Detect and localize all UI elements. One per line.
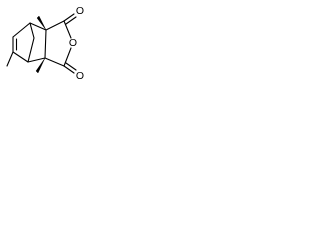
- bond-vinyl-bottom-to-bridgehead-bottom: [12, 51, 29, 63]
- bond-bridge-right: [27, 37, 35, 63]
- atom-label-oxygen-carbonyl-top: O: [76, 5, 84, 17]
- stereo-wedge-fusion-top: [36, 15, 47, 31]
- bond-bridgehead-top-to-vinyl-top: [12, 22, 31, 38]
- stereo-wedge-fusion-bottom: [35, 57, 46, 74]
- atom-label-oxygen-carbonyl-bottom: O: [76, 70, 84, 82]
- bond-carbonyl-top-double-b: [65, 16, 77, 25]
- bond-carbonyl-top-double-a: [63, 13, 75, 22]
- bond-methyl: [6, 51, 14, 67]
- bond-carbonyl-top-to-ring-oxygen: [63, 20, 72, 39]
- atom-label-oxygen-ring: O: [69, 37, 77, 49]
- bond-bridgehead-bottom-to-fusion-bottom: [27, 57, 46, 63]
- bond-ring-oxygen-to-carbonyl-bottom: [63, 47, 72, 67]
- molecule-structure-diagram: O O O: [6, 5, 84, 82]
- bond-bridge-left: [29, 22, 35, 39]
- bond-fusion-top-to-carbonyl-top: [45, 20, 65, 31]
- bond-carbonyl-bottom-double-a: [63, 65, 75, 74]
- bond-carbonyl-bottom-to-fusion-bottom: [44, 57, 65, 67]
- bond-carbonyl-bottom-double-b: [65, 62, 77, 71]
- bond-bridgehead-top-to-fusion-top: [29, 22, 47, 31]
- bond-fusion: [44, 29, 47, 59]
